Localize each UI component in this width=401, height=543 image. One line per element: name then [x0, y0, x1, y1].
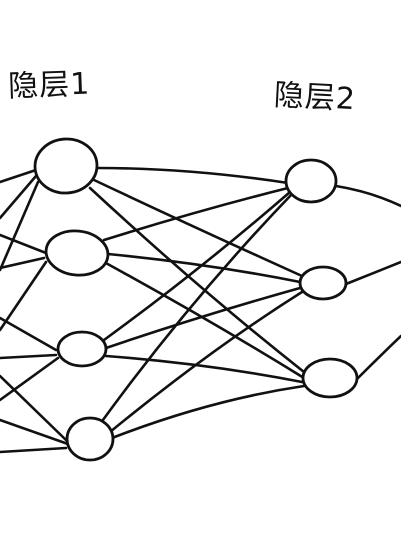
edge [0, 446, 68, 454]
neuron-node [298, 265, 348, 301]
edge [108, 290, 304, 434]
hidden-layer-1-nodes [33, 137, 115, 462]
layer1-to-layer2-edges [88, 166, 306, 440]
input-edges [0, 168, 70, 454]
hidden-layer-2-label: 隐层2 [272, 77, 357, 118]
neuron-node [65, 416, 115, 462]
edge [0, 316, 58, 352]
edge [0, 374, 68, 442]
output-edges [334, 184, 401, 382]
edge [0, 233, 48, 255]
neuron-node [33, 137, 99, 195]
edge [102, 190, 292, 342]
neuron-node [284, 158, 338, 204]
edge [354, 334, 401, 382]
edge [0, 418, 70, 446]
edge [102, 186, 290, 242]
neuron-node [44, 229, 110, 277]
edge [0, 256, 46, 270]
hidden-layer-1-label: 隐层1 [7, 66, 91, 105]
edge [88, 186, 306, 374]
edge [104, 354, 304, 384]
edge [104, 286, 302, 350]
edge [0, 260, 48, 332]
hidden-layer-2-nodes [284, 158, 359, 399]
edge [0, 353, 58, 360]
edge [0, 174, 38, 220]
edge [92, 178, 304, 278]
edge [344, 260, 401, 286]
neuron-node [56, 330, 108, 368]
edge [0, 356, 60, 402]
edge [98, 192, 294, 426]
edge [106, 252, 302, 284]
edge [96, 166, 290, 185]
edge [0, 180, 40, 272]
edge [102, 260, 306, 380]
edge [0, 168, 38, 184]
edge [334, 184, 401, 208]
edge [110, 384, 306, 440]
neuron-node [301, 357, 359, 399]
